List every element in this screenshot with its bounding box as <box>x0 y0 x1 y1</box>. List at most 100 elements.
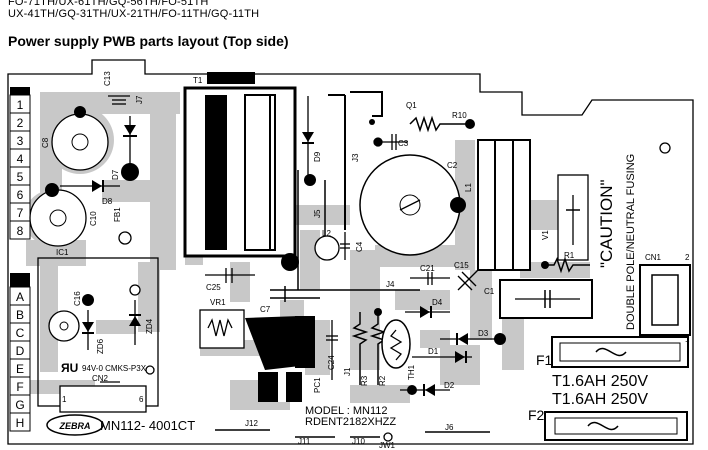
label-c8: C8 <box>41 137 50 148</box>
svg-text:ЯU: ЯU <box>61 361 78 375</box>
ul-mark-text: 94V-0 CMKS-P3X <box>82 364 147 373</box>
label-c21: C21 <box>420 264 435 273</box>
connector-left-bottom-pin-label: B <box>16 308 24 322</box>
capacitor-c10 <box>29 189 87 247</box>
diode-d3 <box>440 333 506 345</box>
diode-d7 <box>123 116 137 165</box>
label-l2: L2 <box>322 229 331 238</box>
label-d3: D3 <box>478 329 489 338</box>
connector-left-bottom-pin-label: H <box>16 416 25 430</box>
label-c4: C4 <box>355 241 364 252</box>
resistor-r1 <box>545 256 590 274</box>
zebra-logo-text: ZEBRA <box>59 421 91 431</box>
optocoupler-pc1 <box>258 372 302 402</box>
resistor-r2 <box>369 312 387 385</box>
diode-d9 <box>302 96 316 186</box>
label-j12: J12 <box>245 419 258 428</box>
label-d4: D4 <box>432 298 443 307</box>
capacitor-c7 <box>245 316 315 370</box>
label-jw1: JW1 <box>379 441 396 450</box>
board-code: MN112- 4001CT <box>100 418 195 433</box>
diode-d8 <box>60 180 120 192</box>
connector-left-bottom-pin-label: C <box>16 326 25 340</box>
label-j4: J4 <box>386 280 395 289</box>
label-pc1: PC1 <box>313 377 322 393</box>
resistor-r3 <box>351 312 369 385</box>
ul-recognized-icon: ЯU <box>61 361 78 375</box>
label-c25: C25 <box>206 283 221 292</box>
label-l1: L1 <box>464 183 473 192</box>
connector-left-top-pin-label: 7 <box>17 206 24 220</box>
label-c7: C7 <box>260 305 271 314</box>
fuse1-rating: T1.6AH 250V <box>552 373 648 390</box>
capacitor-c3 <box>373 134 408 150</box>
capacitor-c25 <box>205 268 255 283</box>
label-j1: J1 <box>343 367 352 376</box>
page-title: Power supply PWB parts layout (Top side) <box>8 33 289 49</box>
label-cn2: CN2 <box>92 374 109 383</box>
capacitor-c15 <box>457 269 479 291</box>
capacitor-c16 <box>48 310 80 342</box>
connector-left-bottom-pin-label: A <box>16 290 24 304</box>
label-c24: C24 <box>327 355 336 370</box>
label-q1: Q1 <box>406 101 417 110</box>
connector-left-top-pin-label: 2 <box>17 116 24 130</box>
capacitor-c24 <box>326 320 338 380</box>
zener-zd4 <box>129 300 141 345</box>
label-f1: F1 <box>536 352 553 368</box>
connector-left-bottom-pin-label: F <box>16 380 23 394</box>
label-j3: J3 <box>351 153 360 162</box>
label-v1: V1 <box>541 230 550 240</box>
connector-cn2 <box>59 385 147 413</box>
trimmer-vr1 <box>199 309 245 349</box>
label-c2: C2 <box>447 161 458 170</box>
connector-left-bottom-pin-label: D <box>16 344 25 358</box>
connector-left-bottom-pin-label: G <box>15 398 24 412</box>
label-c13: C13 <box>103 71 112 86</box>
label-d8: D8 <box>102 197 113 206</box>
label-ic1: IC1 <box>56 248 69 257</box>
fuse2-rating: T1.6AH 250V <box>552 391 648 408</box>
label-vr1: VR1 <box>210 298 226 307</box>
label-th1: TH1 <box>407 364 416 380</box>
label-t1: T1 <box>193 76 203 85</box>
diode-d2 <box>400 384 450 396</box>
model-name: MODEL : MN112 <box>305 405 388 417</box>
label-c3: C3 <box>398 139 409 148</box>
label-j5: J5 <box>313 209 322 218</box>
label-d7: D7 <box>111 169 120 180</box>
label-cn1-pin1: 1 <box>685 335 690 344</box>
fuse-f2 <box>544 411 688 441</box>
fusing-text: DOUBLE POLE/NEUTRAL FUSING <box>625 154 637 330</box>
model-list-line-1: FO-71TH/UX-61TH/GQ-56TH/FO-51TH <box>8 0 209 8</box>
label-r2: R2 <box>378 375 387 386</box>
label-d2: D2 <box>444 381 455 390</box>
label-c10: C10 <box>89 211 98 226</box>
label-d1: D1 <box>428 347 439 356</box>
inductor-l2 <box>314 235 340 261</box>
diode-d1 <box>412 351 472 363</box>
connector-left-bottom-pin-label: E <box>16 362 24 376</box>
connector-left-top-pin-label: 3 <box>17 134 24 148</box>
connector-left-top-pin-label: 5 <box>17 170 24 184</box>
label-d9: D9 <box>313 151 322 162</box>
diode-d4 <box>405 306 450 318</box>
connector-cn1 <box>639 264 691 336</box>
label-c16: C16 <box>73 291 82 306</box>
transistor-q1 <box>350 91 383 125</box>
varistor-v1 <box>557 174 589 261</box>
label-cn2-pin1: 1 <box>62 395 67 404</box>
capacitor-c13 <box>108 95 130 105</box>
fuse-f1 <box>551 336 689 368</box>
resistor-r10 <box>409 115 470 133</box>
connector-left-top-pin-label: 6 <box>17 188 24 202</box>
label-c15: C15 <box>454 261 469 270</box>
connector-left-top-pin-label: 1 <box>17 98 24 112</box>
label-zd4: ZD4 <box>145 318 154 334</box>
label-r10: R10 <box>452 111 467 120</box>
capacitor-c4 <box>340 232 350 260</box>
label-j11: J11 <box>298 437 311 446</box>
label-f2: F2 <box>528 407 545 423</box>
label-cn1: CN1 <box>645 253 662 262</box>
